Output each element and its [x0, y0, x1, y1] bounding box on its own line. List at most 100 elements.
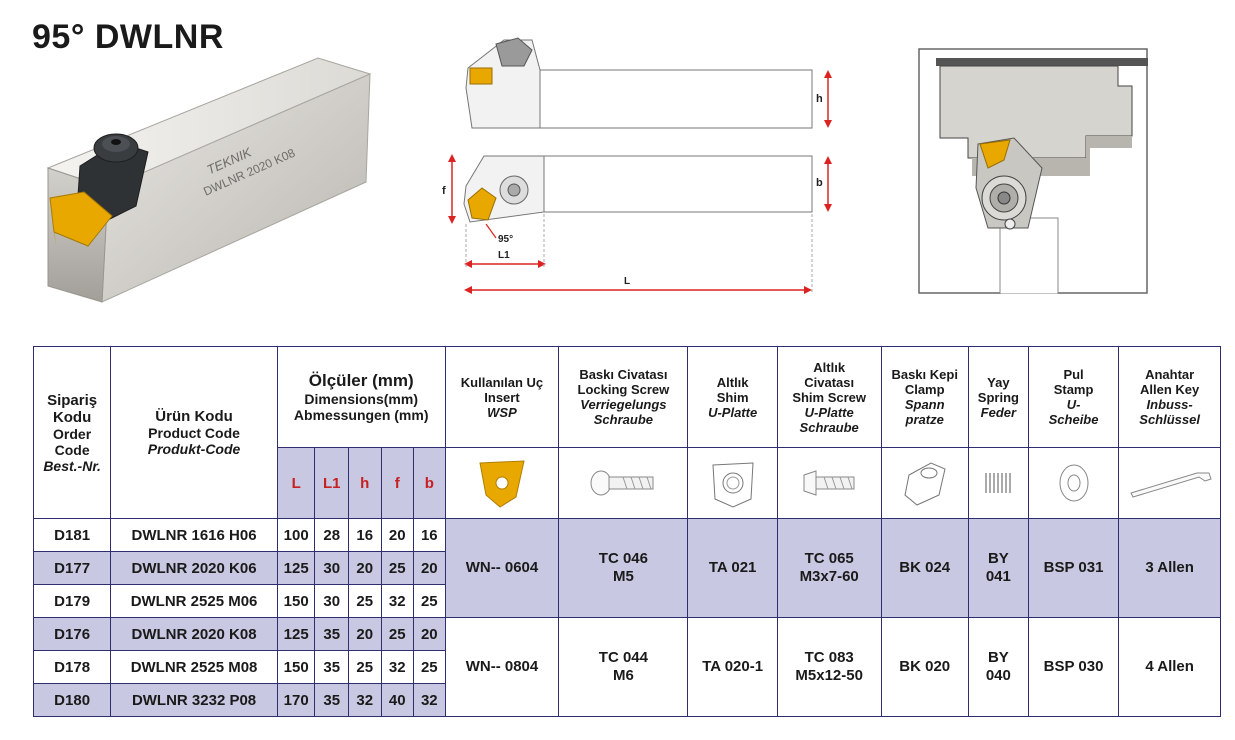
- header-order-tr-2: Kodu: [52, 408, 92, 426]
- locking-screw-code: TC 046: [598, 550, 648, 567]
- dim-l1-cell: 30: [314, 584, 349, 618]
- header-allen-key-en: Allen Key: [1140, 382, 1200, 397]
- label-angle: 95°: [498, 234, 513, 245]
- dim-col-f: f: [380, 447, 415, 519]
- header-shim-de: U-Platte: [708, 404, 758, 420]
- insert-cell: WN-- 0604: [444, 518, 560, 618]
- dim-b-cell: 20: [413, 551, 446, 585]
- spring-code-1: BY: [987, 649, 1009, 666]
- spring-code-2: 041: [985, 568, 1011, 585]
- header-spring: Yay Spring Feder: [967, 346, 1029, 448]
- label-f: f: [442, 185, 446, 197]
- shim-screw-code: TC 065: [804, 550, 854, 567]
- tool-holder-image: TEKNIK DWLNR 2020 K08: [46, 57, 372, 303]
- label-l1: L1: [498, 250, 510, 261]
- header-order-en-1: Order: [53, 425, 92, 442]
- header-spring-en: Spring: [977, 389, 1019, 405]
- label-l: L: [624, 276, 630, 287]
- spring-icon: [967, 447, 1029, 519]
- header-product-en: Product Code: [148, 425, 240, 441]
- dim-h-cell: 20: [348, 551, 382, 585]
- dim-b-cell: 20: [413, 617, 446, 651]
- clamp-icon: [880, 447, 969, 519]
- header-stamp: Pul Stamp U- Scheibe: [1027, 346, 1120, 448]
- dim-f-cell: 25: [380, 551, 415, 585]
- table-row: D179 DWLNR 2525 M06 150 30 25 32 25: [32, 584, 1221, 618]
- shim-screw-code: TC 083: [804, 649, 854, 666]
- header-locking-screw-de-1: Verriegelungs: [580, 397, 667, 412]
- header-dimensions-tr: Ölçüler (mm): [308, 371, 414, 390]
- header-clamp-tr: Baskı Kepi: [891, 367, 958, 382]
- header-stamp-en: Stamp: [1053, 382, 1094, 397]
- header-shim-screw-de-2: Schraube: [799, 419, 859, 435]
- header-insert: Kullanılan Uç Insert WSP: [444, 346, 560, 448]
- dim-h-cell: 25: [348, 650, 382, 684]
- header-allen-key-de-2: Schlüssel: [1139, 412, 1200, 427]
- header-insert-tr: Kullanılan Uç: [460, 374, 544, 390]
- locking-screw-size: M6: [612, 667, 634, 684]
- stamp-cell: BSP 030: [1027, 617, 1120, 717]
- dim-f-cell: 20: [380, 518, 415, 552]
- header-product-de: Produkt-Code: [147, 441, 241, 457]
- shim-screw-size: M3x7-60: [799, 568, 859, 585]
- header-shim-screw-de-1: U-Platte: [804, 404, 854, 420]
- order-code-cell: D179: [32, 584, 112, 618]
- product-code-cell: DWLNR 2525 M06: [110, 584, 278, 618]
- dim-b-cell: 25: [413, 584, 446, 618]
- allen-key-cell: 4 Allen: [1118, 617, 1221, 717]
- insert-cell: WN-- 0804: [444, 617, 560, 717]
- shim-icon: [687, 447, 778, 519]
- header-shim-screw-en: Shim Screw: [792, 389, 867, 405]
- header-allen-key-tr: Anahtar: [1145, 367, 1195, 382]
- table-row: D177 DWLNR 2020 K06 125 30 20 25 20: [32, 551, 1221, 585]
- shim-cell: TA 021: [687, 518, 778, 618]
- header-dimensions-en: Dimensions(mm): [304, 391, 418, 407]
- dim-b-cell: 16: [413, 518, 446, 552]
- locking-screw-code: TC 044: [598, 649, 648, 666]
- dim-b-cell: 32: [413, 683, 446, 717]
- shim-screw-size: M5x12-50: [795, 667, 863, 684]
- header-stamp-de-1: U-: [1066, 397, 1081, 412]
- insert-icon: [444, 447, 560, 519]
- header-clamp: Baskı Kepi Clamp Spann pratze: [880, 346, 969, 448]
- dim-b-cell: 25: [413, 650, 446, 684]
- dim-h-cell: 20: [348, 617, 382, 651]
- insert-closeup-image: [918, 48, 1148, 294]
- product-code-cell: DWLNR 2525 M08: [110, 650, 278, 684]
- dim-col-l: L: [276, 447, 316, 519]
- dim-l-cell: 150: [276, 584, 316, 618]
- spring-code-2: 040: [985, 667, 1011, 684]
- locking-screw-size: M5: [612, 568, 634, 585]
- dim-f-cell: 32: [380, 584, 415, 618]
- order-code-cell: D181: [32, 518, 112, 552]
- header-order-de: Best.-Nr.: [43, 457, 101, 474]
- table-row: D180 DWLNR 3232 P08 170 35 32 40 32: [32, 683, 1221, 717]
- table-row: D181 DWLNR 1616 H06 100 28 16 20 16 WN--…: [32, 518, 1221, 618]
- dim-l1-cell: 35: [314, 617, 349, 651]
- header-locking-screw: Baskı Civatası Locking Screw Verriegelun…: [558, 346, 689, 448]
- dim-f-cell: 40: [380, 683, 415, 717]
- dim-l-cell: 150: [276, 650, 316, 684]
- dim-l-cell: 100: [276, 518, 316, 552]
- product-code-cell: DWLNR 1616 H06: [110, 518, 278, 552]
- order-code-cell: D176: [32, 617, 112, 651]
- header-dimensions: Ölçüler (mm) Dimensions(mm) Abmessungen …: [276, 346, 446, 448]
- product-code-cell: DWLNR 3232 P08: [110, 683, 278, 717]
- header-allen-key: Anahtar Allen Key Inbuss- Schlüssel: [1118, 346, 1221, 448]
- header-shim-screw: Altlık Civatası Shim Screw U-Platte Schr…: [776, 346, 882, 448]
- header-insert-en: Insert: [484, 389, 520, 405]
- header-clamp-de-2: pratze: [905, 412, 944, 427]
- dim-l1-cell: 35: [314, 683, 349, 717]
- page-title: 95° DWLNR: [32, 18, 224, 56]
- label-b: b: [816, 177, 823, 189]
- allen-key-icon: [1118, 447, 1221, 519]
- header-shim-screw-tr-2: Civatası: [804, 374, 855, 390]
- stamp-cell: BSP 031: [1027, 518, 1120, 618]
- header-allen-key-de-1: Inbuss-: [1146, 397, 1193, 412]
- header-locking-screw-de-2: Schraube: [593, 412, 654, 427]
- header-product-code: Ürün Kodu Product Code Produkt-Code: [110, 346, 278, 519]
- dim-l-cell: 170: [276, 683, 316, 717]
- dim-l1-cell: 28: [314, 518, 349, 552]
- dim-col-b: b: [413, 447, 446, 519]
